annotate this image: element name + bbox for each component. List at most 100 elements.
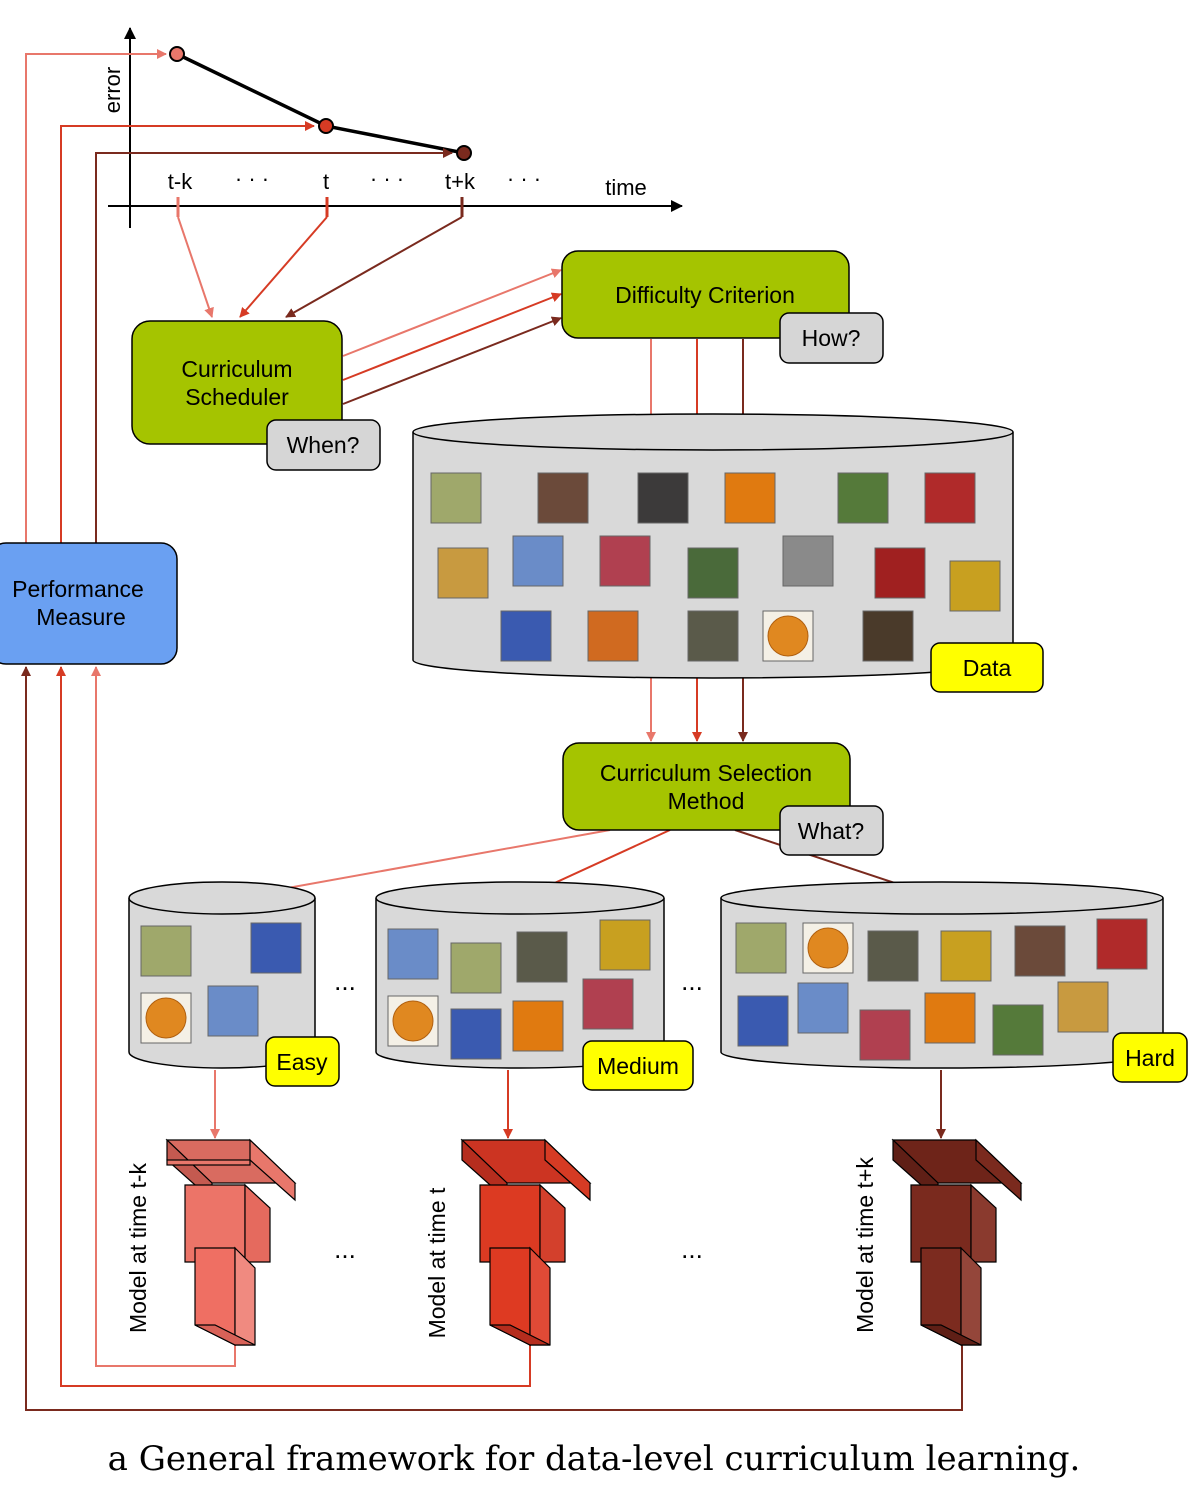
model-return-mid: [56, 666, 531, 1387]
thumbnail-taxi: [940, 930, 992, 982]
thumbnail-plane: [387, 928, 439, 980]
model-t+k-label: Model at time t+k: [852, 1157, 878, 1333]
thumbnail-truck: [924, 472, 976, 524]
thumbnail-horse2: [687, 610, 739, 662]
scheduler-to-criterion-mid: [342, 292, 562, 381]
difficulty-criterion-box: Difficulty Criterion How?: [561, 250, 884, 364]
thumbnail-fruit: [437, 547, 489, 599]
thumbnail-cat: [450, 1008, 502, 1060]
easy-tag: [265, 1036, 340, 1087]
thumbnail-road: [687, 547, 739, 599]
thumbnail-plane: [797, 982, 849, 1034]
how-tag-label: How?: [802, 325, 861, 351]
model-t-k-label: Model at time t-k: [125, 1163, 151, 1333]
difficulty-criterion-label: Difficulty Criterion: [615, 282, 795, 308]
scheduler-to-criterion-light: [342, 268, 562, 357]
tick-label-t+k: t+k: [445, 169, 476, 194]
thumbnail-plane2: [782, 535, 834, 587]
thumbnail-apple: [874, 547, 926, 599]
orange-shape: [767, 615, 809, 657]
thumbnail-horse: [637, 472, 689, 524]
when-tag: [266, 419, 381, 471]
error-point-t+k: [456, 145, 472, 161]
y-axis-label: error: [100, 67, 125, 113]
model-ellipsis: ...: [681, 1234, 703, 1264]
feedback-lines: [21, 49, 963, 1411]
error-time-graph: error time t-k t t+k · · · · · · · · ·: [100, 27, 683, 228]
thumbnail-plane: [512, 535, 564, 587]
model-return-light: [91, 666, 236, 1367]
thumbnail-cat: [250, 922, 302, 974]
thumbnail-tree: [992, 1004, 1044, 1056]
thumbnail-bird: [450, 942, 502, 994]
subset-ellipsis: ...: [334, 966, 356, 996]
thumbnail-fruit-stand: [587, 610, 639, 662]
thumbnail-cat: [737, 995, 789, 1047]
error-curve: [176, 52, 465, 155]
figure-caption: a General framework for data-level curri…: [108, 1439, 1081, 1479]
hard-subset-cylinder: Hard: [720, 881, 1188, 1083]
curriculum-scheduler-label: Scheduler: [185, 384, 289, 410]
hard-tag-label: Hard: [1125, 1045, 1175, 1071]
curriculum-scheduler-label: Curriculum: [181, 356, 292, 382]
data-cylinder: Data: [412, 413, 1044, 693]
thumbnail-fruit: [1057, 981, 1109, 1033]
thumbnail-bird: [430, 472, 482, 524]
orange-shape: [392, 1000, 434, 1042]
selection-to-easy: [231, 829, 611, 902]
feedback-arrow-light: [25, 49, 167, 543]
easy-subset-cylinder: Easy: [128, 881, 340, 1087]
what-tag-label: What?: [798, 818, 864, 844]
tick-ellipsis: · · ·: [235, 166, 269, 191]
medium-subset-cylinder: Medium: [375, 881, 694, 1091]
medium-tag-label: Medium: [597, 1053, 679, 1079]
orange-shape: [807, 927, 849, 969]
curriculum-selection-label: Method: [668, 788, 745, 814]
thumbnail-oranges: [724, 472, 776, 524]
data-images: [430, 472, 1001, 662]
model-t-k: [165, 1138, 297, 1346]
tick-ellipsis: · · ·: [370, 166, 404, 191]
thumbnail-oranges: [924, 992, 976, 1044]
data-tag: [930, 642, 1044, 693]
error-point-t: [318, 118, 334, 134]
tick-label-t-k: t-k: [168, 169, 193, 194]
thumbnail-horse: [516, 931, 568, 983]
curriculum-scheduler-box: Curriculum Scheduler When?: [131, 320, 381, 471]
thumbnail-taxi: [599, 919, 651, 971]
thumbnail-horse-rider: [1014, 925, 1066, 977]
thumbnail-taxi: [949, 560, 1001, 612]
feedback-arrow-mid: [60, 121, 315, 543]
model-t: [460, 1138, 592, 1346]
thumbnail-pomegranate: [859, 1009, 911, 1061]
easy-tag-label: Easy: [276, 1049, 328, 1075]
data-tag-label: Data: [963, 655, 1012, 681]
performance-measure-box: Performance Measure: [0, 542, 178, 665]
thumbnail-horses: [862, 610, 914, 662]
how-tag: [779, 312, 884, 364]
tick-ellipsis: · · ·: [507, 166, 541, 191]
curriculum-selection-box: Curriculum Selection Method What?: [562, 742, 884, 856]
thumbnail-pomegranate: [582, 978, 634, 1030]
tick-label-t: t: [323, 169, 329, 194]
when-tag-label: When?: [287, 432, 360, 458]
subset-ellipsis: ...: [681, 966, 703, 996]
thumbnail-bird: [735, 922, 787, 974]
model-return-dark: [21, 666, 963, 1411]
model-ellipsis: ...: [334, 1234, 356, 1264]
tick-to-scheduler-mid: [239, 216, 328, 318]
tick-to-scheduler-light: [177, 216, 214, 318]
thumbnail-horse-rider: [537, 472, 589, 524]
tick-to-scheduler-dark: [285, 216, 463, 318]
thumbnail-bird: [140, 925, 192, 977]
model-t-label: Model at time t: [424, 1187, 450, 1338]
thumbnail-oranges: [512, 1000, 564, 1052]
thumbnail-cat: [500, 610, 552, 662]
error-point-t-k: [169, 46, 185, 62]
curriculum-selection-label: Curriculum Selection: [600, 760, 812, 786]
thumbnail-tree: [837, 472, 889, 524]
thumbnail-pomegranate: [599, 535, 651, 587]
model-t+k: [891, 1138, 1023, 1346]
x-axis-label: time: [605, 175, 647, 200]
